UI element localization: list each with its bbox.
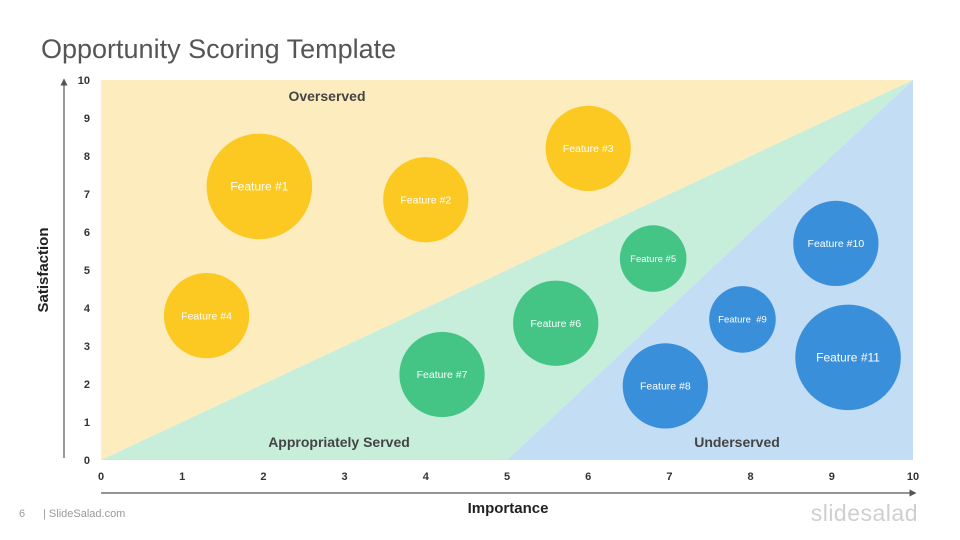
feature-bubble bbox=[513, 280, 599, 366]
feature-bubbles: Feature #1 Feature #2 Feature #3 Feature #4… bbox=[163, 105, 901, 429]
feature-bubble bbox=[619, 225, 687, 292]
x-axis-title: Importance bbox=[468, 500, 549, 517]
y-tick-label: 0 bbox=[84, 455, 90, 467]
region-label: Underserved bbox=[694, 434, 780, 450]
region-appropriately-served bbox=[101, 80, 913, 460]
region-label: Overserved bbox=[288, 88, 365, 104]
feature-label: Feature #9 bbox=[718, 315, 767, 326]
x-tick-label: 7 bbox=[666, 471, 672, 483]
y-tick-label: 2 bbox=[84, 379, 90, 391]
chart-regions bbox=[101, 80, 913, 460]
y-tick-label: 8 bbox=[84, 151, 90, 163]
feature-bubble bbox=[622, 343, 708, 429]
x-tick-label: 2 bbox=[260, 471, 266, 483]
x-tick-label: 0 bbox=[98, 471, 104, 483]
chart-axes bbox=[60, 78, 917, 497]
feature-label: Feature #10 bbox=[808, 238, 865, 250]
feature-bubble bbox=[793, 200, 879, 287]
feature-bubble bbox=[383, 157, 469, 243]
y-tick-label: 10 bbox=[78, 75, 90, 87]
x-tick-label: 8 bbox=[748, 471, 754, 483]
feature-bubble bbox=[795, 304, 901, 411]
page-number: 6 bbox=[19, 508, 26, 520]
feature-label: Feature #4 bbox=[181, 310, 232, 322]
feature-label: Feature #2 bbox=[400, 194, 451, 206]
y-tick-label: 7 bbox=[84, 189, 90, 201]
x-tick-label: 10 bbox=[907, 471, 919, 483]
x-tick-label: 4 bbox=[423, 471, 430, 483]
feature-label: Feature #1 bbox=[230, 180, 288, 194]
x-tick-label: 9 bbox=[829, 471, 835, 483]
feature-label: Feature #11 bbox=[816, 351, 880, 365]
y-tick-label: 3 bbox=[84, 341, 90, 353]
x-tick-label: 3 bbox=[342, 471, 348, 483]
feature-bubble bbox=[206, 133, 313, 240]
y-axis-title: Satisfaction bbox=[35, 227, 52, 312]
footer-site: | SlideSalad.com bbox=[43, 508, 126, 520]
feature-label: Feature #6 bbox=[530, 318, 581, 330]
x-tick-label: 5 bbox=[504, 471, 510, 483]
region-label: Appropriately Served bbox=[268, 434, 410, 450]
y-tick-label: 6 bbox=[84, 227, 90, 239]
feature-label: Feature #7 bbox=[417, 369, 468, 381]
tick-labels: 0 1 2 3 4 5 6 7 8 9 10 0 1 2 3 4 5 6 7 8 9 10 bbox=[78, 75, 919, 483]
feature-bubble bbox=[399, 331, 485, 418]
y-tick-label: 1 bbox=[84, 417, 90, 429]
brand-logo: slidesalad bbox=[810, 500, 918, 526]
feature-label: Feature #5 bbox=[630, 254, 676, 265]
x-tick-label: 1 bbox=[179, 471, 185, 483]
feature-bubble bbox=[545, 105, 631, 192]
y-tick-label: 4 bbox=[84, 303, 91, 315]
feature-bubble bbox=[709, 286, 776, 353]
slide-title: Opportunity Scoring Template bbox=[41, 34, 397, 64]
y-tick-label: 9 bbox=[84, 113, 90, 125]
feature-label: Feature #8 bbox=[640, 381, 691, 393]
y-tick-label: 5 bbox=[84, 265, 90, 277]
feature-label: Feature #3 bbox=[563, 143, 614, 155]
x-tick-label: 6 bbox=[585, 471, 591, 483]
feature-bubble bbox=[163, 272, 250, 359]
